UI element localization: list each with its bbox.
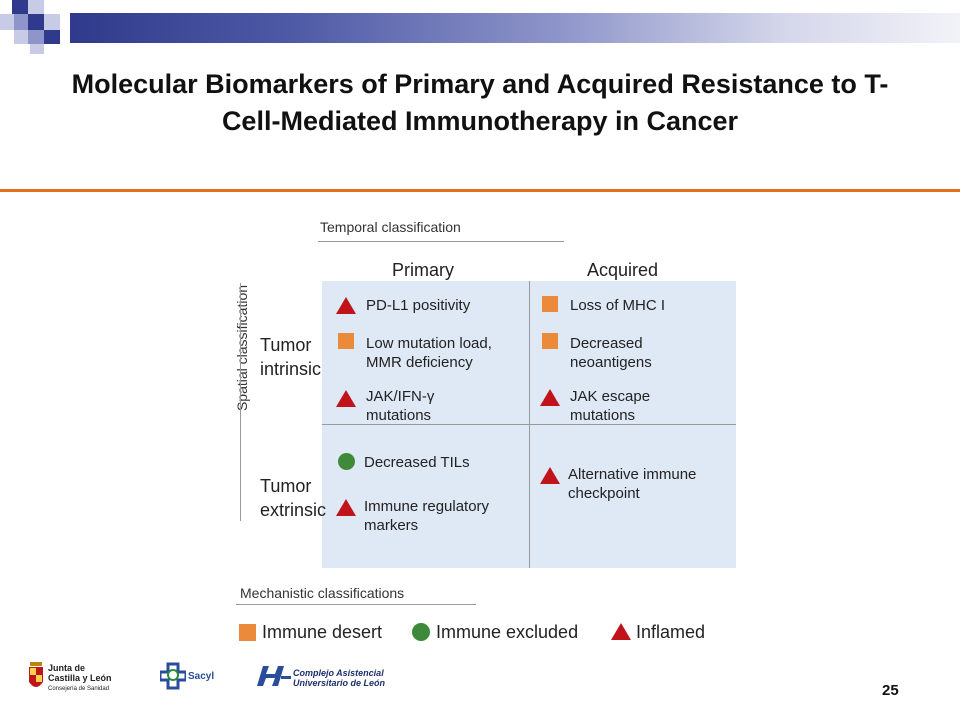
decor-square bbox=[0, 14, 14, 30]
immune-desert-square-marker bbox=[542, 296, 558, 312]
column-header-acquired: Acquired bbox=[587, 260, 659, 280]
immune-desert-square-marker bbox=[542, 333, 558, 349]
row-header-line: extrinsic bbox=[260, 500, 327, 520]
biomarker-label: checkpoint bbox=[568, 485, 640, 502]
biomarker-label: Decreased TILs bbox=[364, 454, 470, 471]
row-header-line: intrinsic bbox=[260, 359, 322, 379]
hospital-emblem-icon bbox=[257, 666, 291, 686]
temporal-caption: Temporal classification bbox=[320, 219, 461, 235]
header-gradient-bar bbox=[70, 13, 960, 43]
inflamed-triangle-marker bbox=[336, 499, 356, 516]
legend-inflamed-label: Inflamed bbox=[636, 622, 706, 642]
temporal-caption-rule bbox=[318, 241, 564, 242]
row-header-line: Tumor bbox=[260, 476, 312, 496]
spatial-caption: Spatial classification bbox=[234, 284, 250, 412]
legend-immune-desert-square-icon bbox=[239, 624, 256, 641]
logo-text: Sacyl bbox=[188, 671, 215, 682]
row-header-extrinsic: Tumor extrinsic bbox=[260, 474, 326, 522]
biomarker-label: MMR deficiency bbox=[366, 354, 473, 371]
biomarker-label: Decreased bbox=[570, 335, 643, 352]
decor-square bbox=[28, 30, 44, 44]
decor-square bbox=[44, 30, 60, 44]
biomarker-item: Low mutation load, MMR deficiency bbox=[366, 334, 492, 372]
logo-text: Castilla y León bbox=[48, 673, 112, 683]
decor-square bbox=[44, 14, 60, 30]
inflamed-triangle-marker bbox=[336, 297, 356, 314]
slide-title: Molecular Biomarkers of Primary and Acqu… bbox=[71, 69, 889, 136]
biomarker-label: mutations bbox=[366, 407, 432, 424]
inflamed-triangle-marker bbox=[540, 467, 560, 484]
junta-castilla-leon-logo: Junta de Castilla y León Consejería de S… bbox=[28, 660, 118, 696]
biomarker-label: markers bbox=[364, 517, 419, 534]
legend-immune-excluded-circle-icon bbox=[412, 623, 430, 641]
biomarker-label: mutations bbox=[570, 407, 636, 424]
biomarker-label: PD-L1 positivity bbox=[366, 297, 471, 314]
biomarker-label: JAK/IFN-γ bbox=[366, 388, 435, 405]
inflamed-triangle-marker bbox=[336, 390, 356, 407]
logo-text: Junta de bbox=[48, 663, 86, 673]
biomarker-item: Immune regulatory markers bbox=[364, 497, 489, 535]
page-number: 25 bbox=[882, 682, 899, 699]
decor-square bbox=[28, 0, 44, 14]
spatial-caption-rule bbox=[240, 283, 241, 521]
biomarker-item: Decreased neoantigens bbox=[570, 334, 652, 372]
immune-excluded-circle-marker bbox=[338, 453, 355, 470]
decor-square bbox=[28, 14, 44, 30]
mechanistic-caption: Mechanistic classifications bbox=[240, 585, 405, 601]
title-underline bbox=[0, 189, 960, 192]
logo-text: Consejería de Sanidad bbox=[48, 686, 110, 692]
biomarker-label: Low mutation load, bbox=[366, 335, 492, 352]
logo-text: Universitario de León bbox=[293, 678, 386, 688]
sacyl-emblem-icon bbox=[160, 662, 186, 690]
biomarker-item: Alternative immune checkpoint bbox=[568, 465, 696, 503]
row-header-intrinsic: Tumor intrinsic bbox=[260, 333, 321, 381]
biomarker-label: Alternative immune bbox=[568, 466, 697, 483]
logo-text: Complejo Asistencial bbox=[293, 668, 384, 678]
decor-square bbox=[14, 30, 28, 44]
mechanistic-caption-rule bbox=[236, 604, 476, 605]
biomarker-label: Loss of MHC I bbox=[570, 297, 666, 314]
complejo-asistencial-logo: Complejo Asistencial Universitario de Le… bbox=[255, 662, 385, 690]
legend-immune-excluded-label: Immune excluded bbox=[436, 622, 579, 642]
decor-square bbox=[12, 0, 28, 14]
biomarker-item: JAK/IFN-γ mutations bbox=[366, 387, 434, 425]
header-decoration bbox=[0, 0, 960, 54]
decor-square bbox=[30, 44, 44, 54]
biomarker-label: JAK escape bbox=[570, 388, 651, 405]
immune-desert-square-marker bbox=[338, 333, 354, 349]
biomarker-label: Immune regulatory bbox=[364, 498, 490, 515]
column-header-primary: Primary bbox=[392, 260, 454, 280]
biomarker-item: PD-L1 positivity bbox=[366, 296, 470, 315]
sacyl-logo: Sacyl bbox=[160, 662, 220, 692]
legend-inflamed-triangle-icon bbox=[611, 623, 631, 640]
biomarker-label: neoantigens bbox=[570, 354, 652, 371]
decor-square bbox=[44, 0, 60, 14]
legend-immune-desert-label: Immune desert bbox=[262, 622, 383, 642]
grid-divider-horizontal bbox=[322, 424, 736, 425]
row-header-line: Tumor bbox=[260, 335, 312, 355]
biomarker-item: Decreased TILs bbox=[364, 453, 470, 472]
inflamed-triangle-marker bbox=[540, 389, 560, 406]
coat-of-arms-icon bbox=[29, 662, 43, 687]
biomarker-item: JAK escape mutations bbox=[570, 387, 650, 425]
biomarker-item: Loss of MHC I bbox=[570, 296, 665, 315]
decor-square bbox=[14, 14, 28, 30]
